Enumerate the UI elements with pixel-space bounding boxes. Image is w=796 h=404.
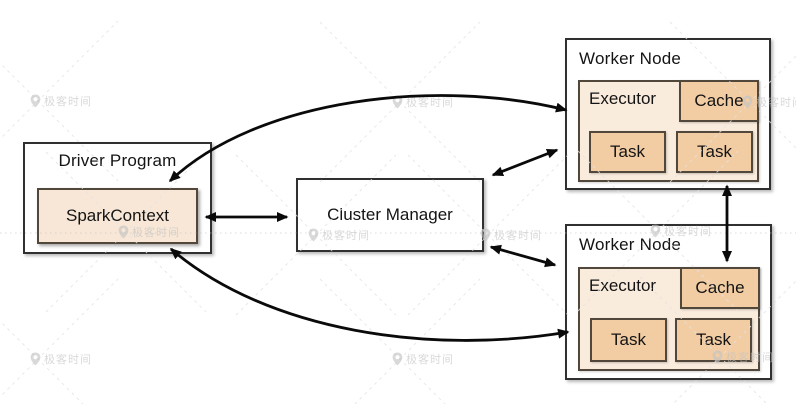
arrow-clustermanager-worker-top xyxy=(491,148,559,177)
task-label: Task xyxy=(611,330,646,349)
arrow-sparkcontext-worker-bottom xyxy=(169,247,570,342)
geektime-pin-icon xyxy=(392,95,403,109)
worker-node-bottom-title: Worker Node xyxy=(579,235,682,254)
watermark-label: 极客时间 xyxy=(406,354,454,366)
spark-context-label: SparkContext xyxy=(66,206,169,225)
cache-top-label: Cache xyxy=(694,91,744,110)
task-box: Task xyxy=(589,131,666,173)
spark-context-box: SparkContext xyxy=(37,188,198,244)
cluster-manager-label: Cluster Manager xyxy=(327,205,453,224)
geektime-watermark: 极客时间 xyxy=(480,227,542,243)
geektime-watermark: 极客时间 xyxy=(392,351,454,367)
lattice-line xyxy=(0,278,119,398)
geektime-watermark: 极客时间 xyxy=(30,93,92,109)
cache-top-box: Cache xyxy=(679,80,759,122)
task-label: Task xyxy=(696,330,731,349)
lattice-line xyxy=(319,21,481,183)
task-box: Task xyxy=(590,318,667,362)
worker-node-top-title: Worker Node xyxy=(579,49,682,68)
cache-bottom-box: Cache xyxy=(680,267,760,309)
lattice-line xyxy=(0,320,84,404)
task-label: Task xyxy=(610,142,645,161)
lattice-line xyxy=(319,21,481,183)
watermark-label: 极客时间 xyxy=(406,97,454,109)
arrow-sparkcontext-worker-top xyxy=(168,94,568,183)
driver-program-title: Driver Program xyxy=(58,151,177,170)
task-label: Task xyxy=(697,142,732,161)
watermark-label: 极客时间 xyxy=(44,354,92,366)
geektime-watermark: 极客时间 xyxy=(392,94,454,110)
geektime-watermark: 极客时间 xyxy=(30,351,92,367)
driver-program-box: Driver Program SparkContext xyxy=(23,142,212,254)
arrow-clustermanager-worker-bottom xyxy=(489,244,557,268)
lattice-line xyxy=(319,278,446,404)
task-box: Task xyxy=(676,131,753,173)
worker-node-top-box: Worker Node Executor Cache Task Task xyxy=(565,38,771,190)
lattice-line xyxy=(354,278,481,404)
cache-bottom-label: Cache xyxy=(695,278,745,297)
cluster-manager-box: Cluster Manager xyxy=(296,178,484,252)
worker-node-bottom-box: Worker Node Executor Cache Task Task xyxy=(565,224,772,380)
watermark-label: 极客时间 xyxy=(44,96,92,108)
geektime-pin-icon xyxy=(392,352,403,366)
geektime-pin-icon xyxy=(30,352,41,366)
geektime-pin-icon xyxy=(30,94,41,108)
executor-top-label: Executor xyxy=(589,89,657,108)
task-box: Task xyxy=(675,318,752,362)
watermark-label: 极客时间 xyxy=(494,230,542,242)
